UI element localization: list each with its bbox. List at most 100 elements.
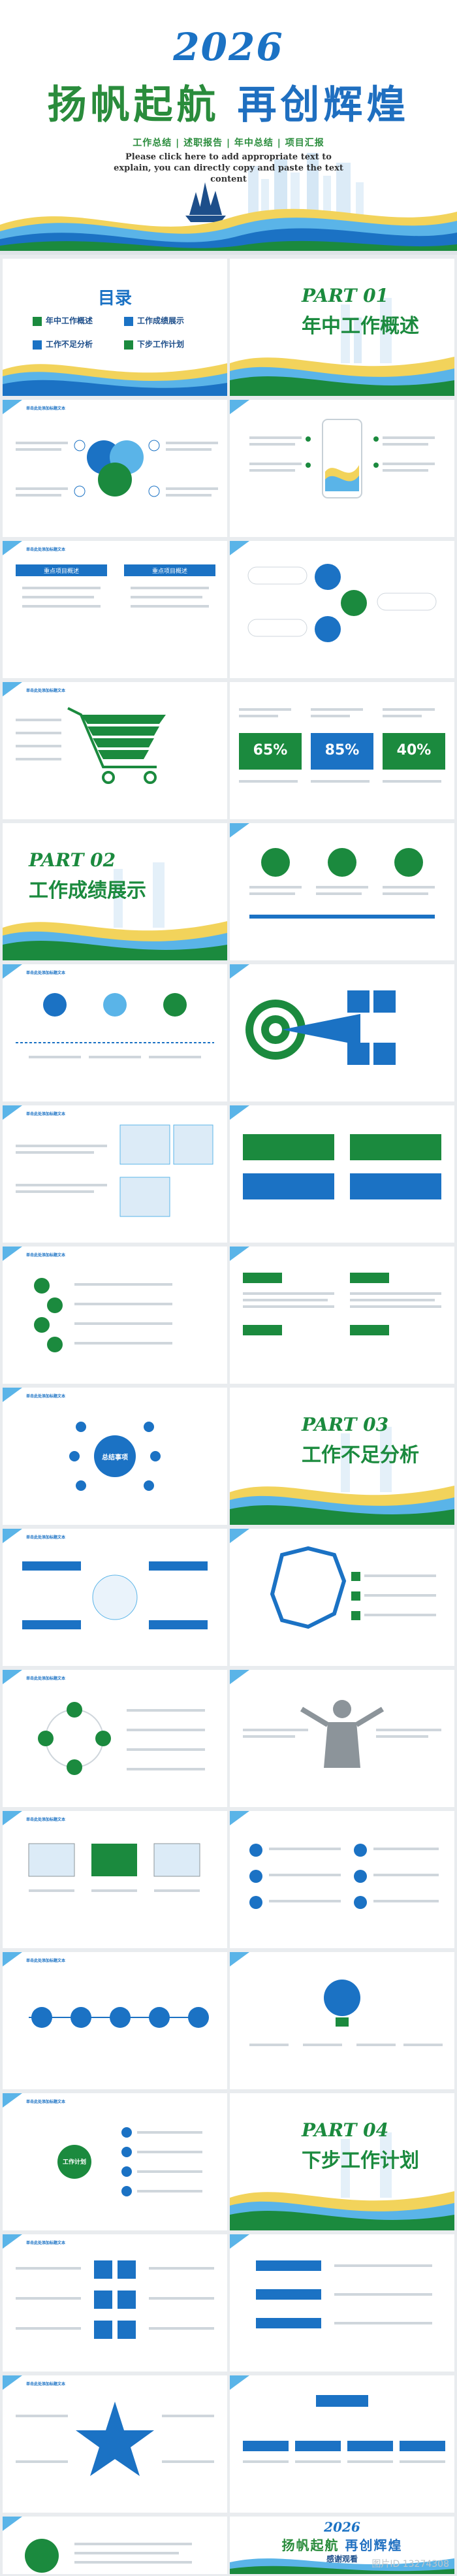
slide-title: 单击此处添加标题文本 (26, 689, 66, 693)
corner-decoration-icon (3, 541, 22, 555)
bullet-icon (33, 340, 42, 350)
slide-title: 单击此处添加标题文本 (26, 1535, 66, 1540)
corner-decoration-icon (230, 1247, 249, 1261)
corner-decoration-icon (230, 1811, 249, 1825)
toc-item-1[interactable]: 年中工作概述 (33, 315, 93, 326)
compare-label-right: 重点项目概述 (151, 568, 187, 575)
cover-slide: 2026 扬帆起航 再创辉煌 工作总结 | 述职报告 | 年中总结 | 项目汇报… (0, 0, 457, 255)
slide-title: 单击此处添加标题文本 (26, 1959, 66, 1963)
cover-title: 扬帆起航 再创辉煌 (0, 73, 457, 130)
content-slide: 单击此处添加标题文本 (3, 1529, 227, 1666)
corner-decoration-icon (3, 682, 22, 696)
quadrant-diagram (22, 1561, 208, 1629)
content-slide (230, 400, 454, 537)
slide-title: 单击此处添加标题文本 (26, 1394, 66, 1399)
toc-item-2[interactable]: 工作成绩展示 (124, 315, 184, 326)
content-slide: 单击此处添加标题文本 (3, 1247, 227, 1384)
org-chart (243, 2395, 445, 2463)
content-slide: 单击此处添加标题文本 (3, 2234, 227, 2372)
ending-year: 2026 (324, 2519, 360, 2535)
compare-panels (16, 564, 215, 608)
content-slide (230, 1247, 454, 1384)
octagon-diagram (270, 1546, 436, 1629)
slide-title: 单击此处添加标题文本 (26, 547, 66, 552)
watermark: 图片ID 13274308 (371, 2559, 449, 2569)
slide-title: 单击此处添加标题文本 (26, 971, 66, 975)
part-name: 下步工作计划 (302, 2149, 419, 2172)
part-name: 工作不足分析 (302, 1444, 419, 1467)
slide-title: 单击此处添加标题文本 (26, 2241, 66, 2245)
image-cards (16, 1124, 213, 1217)
slide-title: 单击此处添加标题文本 (26, 1112, 66, 1117)
content-slide: 单击此处添加标题文本 (3, 964, 227, 1101)
slide-title: 单击此处添加标题文本 (26, 1818, 66, 1822)
corner-decoration-icon (3, 400, 22, 414)
cart-funnel-diagram (16, 707, 166, 784)
hex-column-list (16, 2260, 214, 2339)
toc-slide: 目录 年中工作概述 工作成绩展示 工作不足分析 下步工作计划 (3, 259, 227, 396)
content-slide (230, 1529, 454, 1666)
bullet-icon (124, 316, 133, 326)
corner-decoration-icon (230, 541, 249, 555)
toc-title: 目录 (97, 289, 132, 308)
cover-year: 2026 (173, 25, 284, 69)
corner-decoration-icon (3, 1105, 22, 1120)
hub-label: 总结事项 (102, 1454, 128, 1461)
toc-item-3[interactable]: 工作不足分析 (33, 338, 93, 350)
timeline-diagram (16, 993, 214, 1058)
part-name: 工作成绩展示 (29, 879, 146, 902)
corner-decoration-icon (3, 1529, 22, 1543)
cover-title-part1: 扬帆起航 (47, 82, 220, 128)
part-name: 年中工作概述 (302, 315, 419, 338)
part-wave (230, 298, 454, 396)
corner-decoration-icon (230, 964, 249, 979)
corner-decoration-icon (230, 823, 249, 838)
icon-list (249, 1844, 439, 1909)
corner-decoration-icon (230, 400, 249, 414)
part-number: PART 04 (302, 2119, 389, 2141)
corner-decoration-icon (230, 2375, 249, 2390)
corner-decoration-icon (3, 1811, 22, 1825)
content-slide: 单击此处添加标题文本 (3, 1670, 227, 1807)
content-slide: 单击此处添加标题文本 工作计划 (3, 2093, 227, 2230)
compare-label-left: 重点项目概述 (43, 568, 79, 575)
corner-decoration-icon (3, 1952, 22, 1966)
ending-thanks: 感谢观看 (326, 2554, 358, 2564)
mind-map (57, 2127, 202, 2196)
content-slide: 单击此处添加标题文本 (3, 1105, 227, 1243)
text-columns (243, 1273, 441, 1335)
percent-slide: 65% 85% 40% (230, 682, 454, 819)
person-figure (243, 1700, 441, 1768)
corner-decoration-icon (3, 1247, 22, 1261)
content-slide (230, 541, 454, 678)
cover-wave-illustration (0, 153, 457, 251)
cycle-diagram (38, 1702, 205, 1775)
slide-title: 单击此处添加标题文本 (26, 2382, 66, 2387)
corner-decoration-icon (3, 964, 22, 979)
part-wave (3, 862, 227, 960)
cycle-diagram-partial (25, 2539, 192, 2573)
hexagon-icons (249, 848, 435, 919)
content-slide (230, 2375, 454, 2513)
mind-map-center-label: 工作计划 (62, 2159, 86, 2166)
corner-decoration-icon (230, 1529, 249, 1543)
part-number: PART 01 (302, 285, 389, 306)
slide-title: 单击此处添加标题文本 (26, 2100, 66, 2104)
toc-wave (3, 363, 227, 396)
toc-item-4[interactable]: 下步工作计划 (124, 338, 184, 350)
content-slide (230, 964, 454, 1101)
percent-value-1: 65% (253, 742, 288, 758)
corner-decoration-icon (3, 1670, 22, 1684)
ending-title-part1: 扬帆起航 (281, 2537, 339, 2553)
corner-decoration-icon (3, 2093, 22, 2108)
corner-decoration-icon (3, 2517, 22, 2531)
hex-numbered-list (34, 1278, 172, 1352)
content-slide: 单击此处添加标题文本 重点项目概述 重点项目概述 (3, 541, 227, 678)
percent-value-2: 85% (324, 742, 360, 758)
center-hub-diagram (69, 1422, 161, 1491)
content-slide (230, 1105, 454, 1243)
ending-title-part2: 再创辉煌 (345, 2537, 403, 2553)
corner-decoration-icon (3, 1388, 22, 1402)
content-slide (230, 1952, 454, 2089)
ending-slide: 2026 扬帆起航 再创辉煌 感谢观看 图片ID 13274308 (230, 2517, 454, 2574)
